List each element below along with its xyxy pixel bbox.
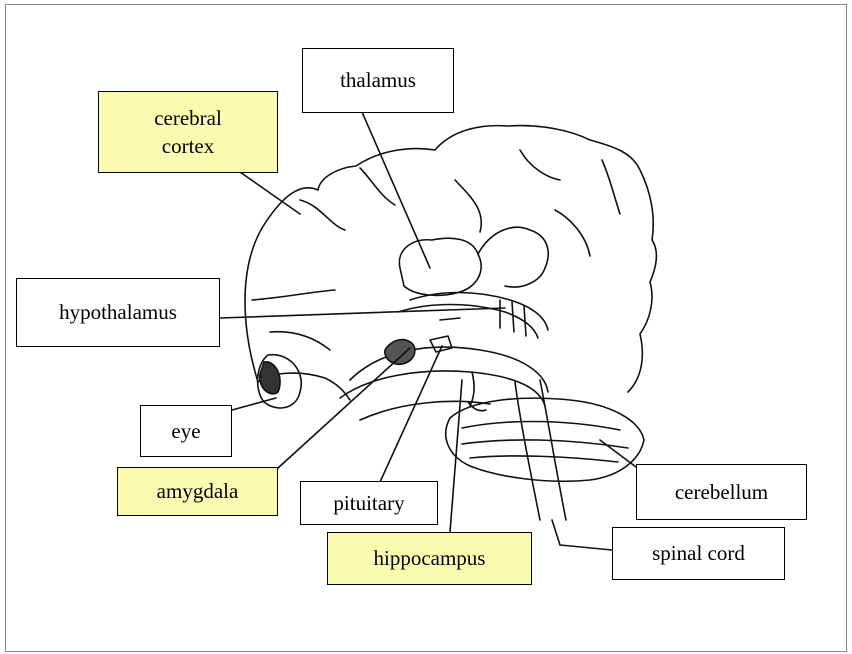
label-hypothalamus: hypothalamus (16, 278, 220, 347)
label-cerebral-cortex: cerebral cortex (98, 91, 278, 173)
spinal-cord-drawing (515, 382, 540, 520)
label-eye: eye (140, 405, 232, 457)
label-thalamus: thalamus (302, 48, 454, 113)
leader-hypothalamus (220, 308, 505, 318)
thalamus-body (399, 238, 481, 295)
leader-eye (232, 398, 276, 410)
leader-thalamus (362, 112, 430, 268)
label-pituitary: pituitary (300, 481, 438, 525)
leader-amygdala (278, 348, 410, 468)
cerebrum-outline (245, 126, 656, 392)
leader-cerebellum (600, 440, 636, 467)
leader-hippocampus (450, 380, 462, 532)
label-cerebellum: cerebellum (636, 464, 807, 520)
label-hippocampus: hippocampus (327, 532, 532, 585)
label-amygdala: amygdala (117, 467, 278, 516)
label-spinal-cord: spinal cord (612, 527, 785, 580)
leader-spinal-cord (560, 545, 612, 550)
